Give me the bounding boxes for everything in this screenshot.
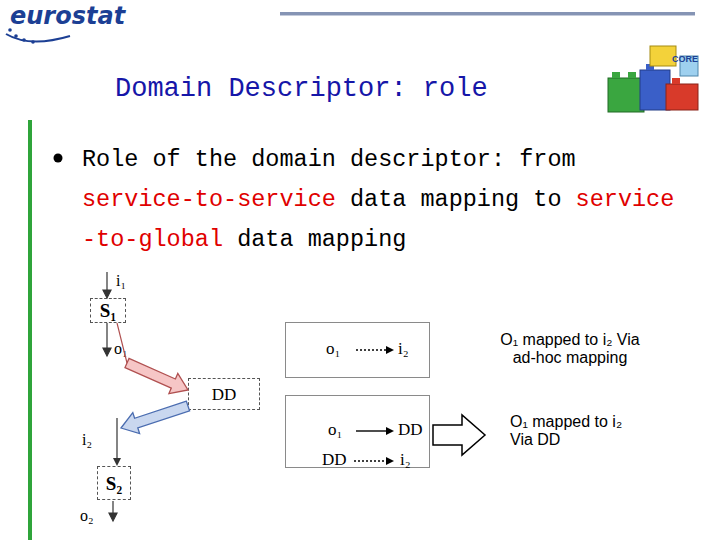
- arrow-head: [103, 348, 111, 356]
- flow-connector: [117, 323, 188, 394]
- arrow-head: [386, 346, 394, 354]
- core-logo-text: CORE: [672, 54, 698, 64]
- ad-hoc-mapping-arrow: [356, 349, 388, 350]
- domain-descriptor-box: DD: [188, 378, 260, 410]
- arrow-head: [113, 458, 121, 466]
- bullet-text-highlight: service-to-service: [82, 186, 336, 213]
- connector-line: [116, 418, 117, 460]
- bullet-dot: [54, 154, 63, 163]
- arrow-head: [103, 290, 111, 298]
- connector-line: [117, 323, 127, 363]
- arrow-head: [109, 513, 117, 521]
- mapping-note: O₁ mapped to i₂ Via DD: [510, 413, 634, 449]
- mapping-panel: o₁ DD DD i₂: [285, 395, 430, 468]
- header-rule-shadow: [280, 15, 695, 16]
- implication-arrow: [433, 415, 485, 455]
- block-arrow: [121, 401, 190, 433]
- mapping-term: DD: [398, 421, 423, 438]
- domain-descriptor-name: DD: [212, 386, 237, 403]
- service-name: S₂: [106, 474, 122, 493]
- slide-title: Domain Descriptor: role: [115, 74, 488, 104]
- port-label: i₁: [116, 273, 126, 289]
- service-box: S₁: [90, 298, 126, 323]
- input-arrow: [106, 272, 107, 292]
- header-rule: [280, 12, 695, 15]
- bullet-text-part: Role of the domain descriptor: from: [82, 146, 576, 173]
- service-box: S₂: [97, 466, 131, 500]
- mapping-arrow: [356, 430, 388, 431]
- port-label: o₂: [80, 508, 94, 524]
- mapping-term: o₁: [326, 340, 340, 357]
- mapping-panel: o₁ i₂: [285, 322, 430, 378]
- mapping-arrows: [354, 346, 394, 465]
- mapping-term: DD: [322, 451, 347, 468]
- arrow-head: [386, 457, 394, 465]
- service-name: S₁: [100, 301, 116, 320]
- flow-connector: [113, 401, 190, 466]
- port-label: i₂: [82, 432, 92, 448]
- output-arrow: [106, 323, 107, 349]
- mapping-note: O₁ mapped to i₂ Via ad-hoc mapping: [500, 331, 640, 367]
- mapping-term: i₂: [400, 451, 411, 468]
- bullet-text-part: data mapping to: [350, 186, 562, 213]
- mapping-term: i₂: [398, 340, 409, 357]
- accent-bar: [28, 120, 32, 540]
- bullet-text: Role of the domain descriptor: from serv…: [82, 140, 682, 260]
- eurostat-logo-text: eurostat: [10, 2, 125, 30]
- mapping-term: o₁: [328, 421, 342, 438]
- bullet-text-part: data mapping: [237, 226, 406, 253]
- core-logo-blocks: [608, 46, 698, 112]
- arrow-head: [386, 427, 394, 435]
- eurostat-stars: [6, 28, 70, 44]
- output-arrow: [112, 501, 113, 514]
- ad-hoc-mapping-arrow: [354, 460, 388, 461]
- block-arrow: [125, 358, 188, 393]
- port-label: o₁: [114, 341, 128, 357]
